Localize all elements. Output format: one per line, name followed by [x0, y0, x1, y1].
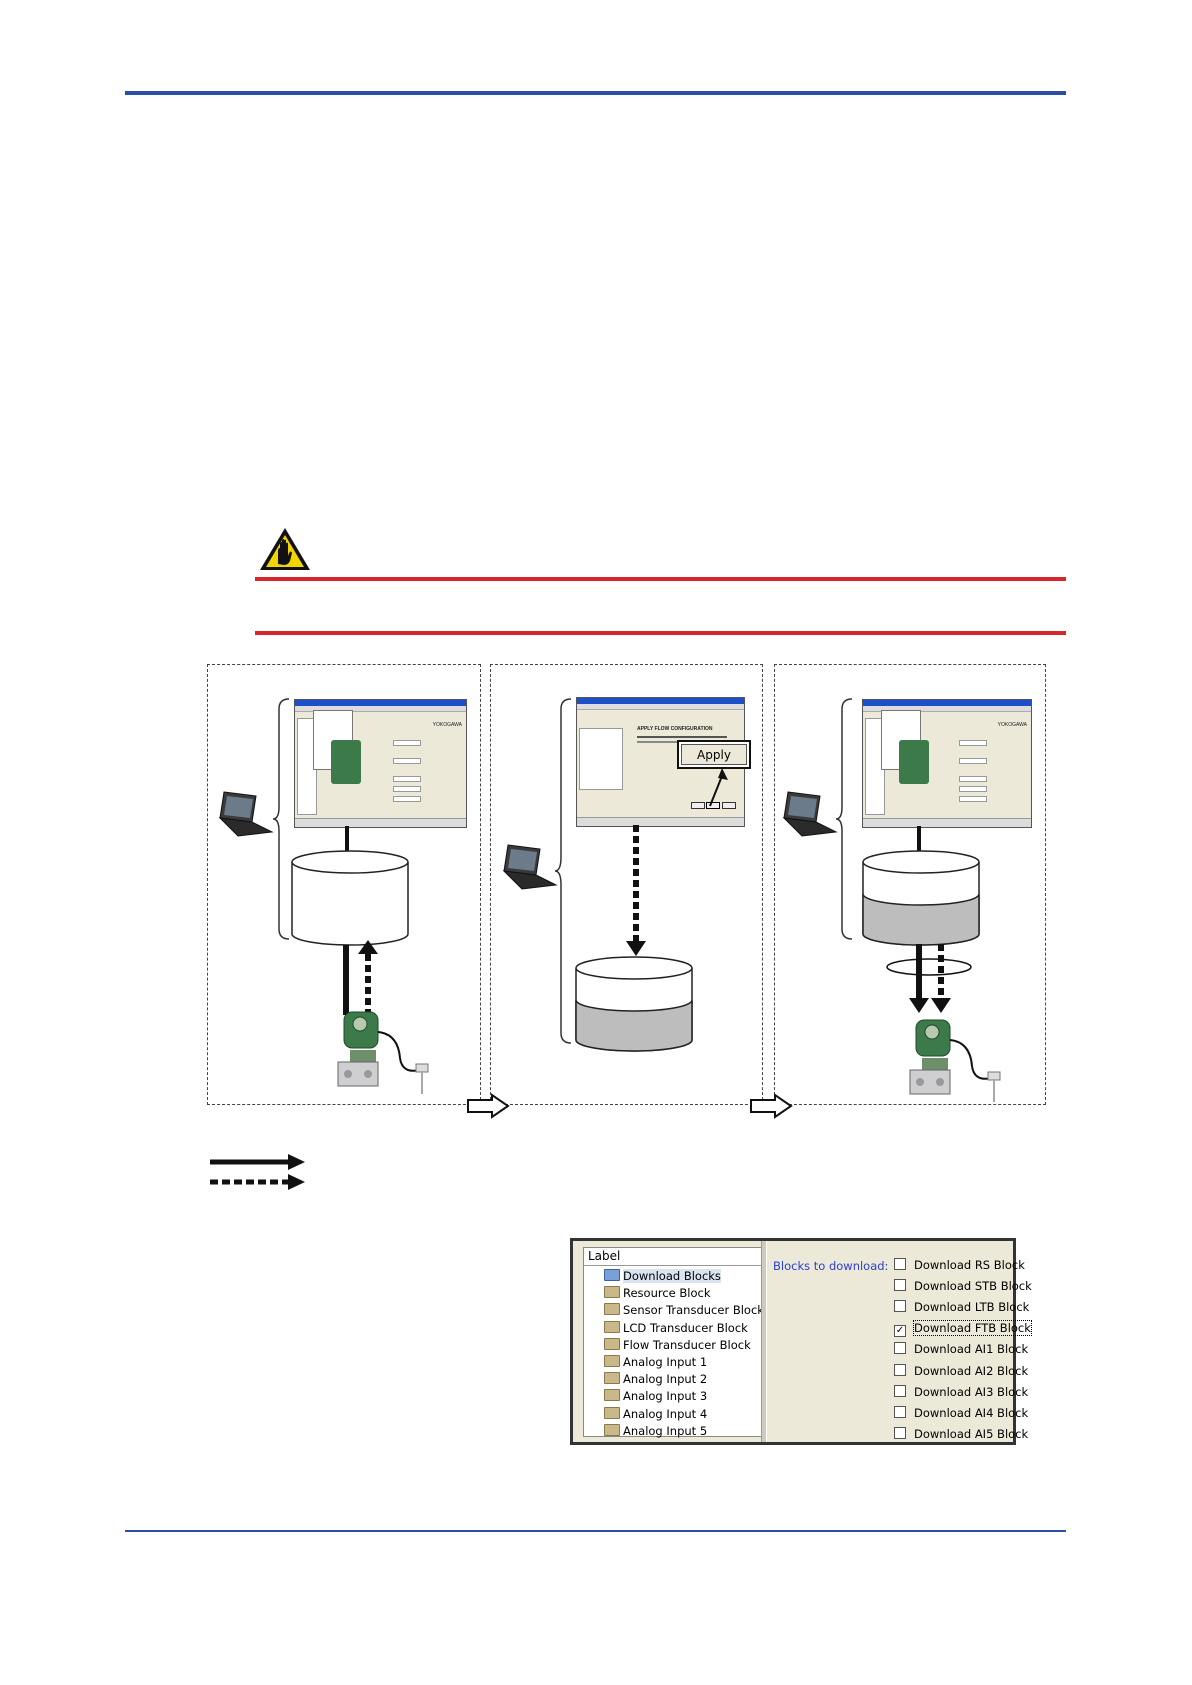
tree-item-label: Analog Input 5 [623, 1423, 708, 1438]
checkbox-checked[interactable]: ✓ [894, 1325, 906, 1338]
checkbox[interactable] [894, 1342, 906, 1355]
transmitter-icon [909, 1019, 1001, 1102]
folder-icon [604, 1337, 620, 1350]
step3-download-dashed-arrow [931, 944, 951, 1013]
tree-item[interactable]: Analog Input 3 [604, 1388, 707, 1404]
folder-icon [604, 1320, 620, 1333]
checkbox[interactable] [894, 1426, 906, 1439]
checkbox[interactable] [894, 1279, 906, 1292]
folder-icon [604, 1389, 620, 1402]
download-block-checkbox-row[interactable]: Download AI5 Block [894, 1426, 1028, 1442]
checkbox-label: Download AI4 Block [914, 1405, 1029, 1420]
tree-item[interactable]: Resource Block [604, 1285, 711, 1301]
footer-rule [125, 1530, 1066, 1532]
tree-item-label: Flow Transducer Block [623, 1337, 751, 1352]
step3-link-line [917, 826, 921, 854]
step-arrow-1-icon [467, 1093, 510, 1119]
tree-item[interactable]: Analog Input 1 [604, 1354, 707, 1370]
folder-icon [604, 1269, 620, 1281]
transmitter-icon [337, 1011, 429, 1094]
download-block-checkbox-row[interactable]: Download AI3 Block [894, 1384, 1028, 1400]
tree-item-label: Download Blocks [623, 1269, 721, 1283]
checkbox[interactable] [894, 1405, 906, 1418]
tree-item-label: LCD Transducer Block [623, 1320, 748, 1335]
download-block-checkbox-row[interactable]: Download LTB Block [894, 1299, 1029, 1315]
checkbox-label: Download LTB Block [914, 1300, 1030, 1315]
step3-panel [774, 664, 1046, 1105]
step3-download-solid-arrow [909, 944, 929, 1013]
apply-callout-arrow [709, 768, 728, 807]
step2-memory-cylinder [575, 956, 693, 1052]
checkbox-label: Download AI1 Block [914, 1342, 1029, 1357]
folder-icon [604, 1423, 620, 1436]
step1-brace [272, 698, 290, 940]
tree-item-label: Sensor Transducer Block [623, 1303, 764, 1318]
step1-link-line [345, 826, 349, 854]
solid-arrow-icon [210, 1154, 305, 1170]
step1-panel [207, 664, 481, 1105]
checkbox-label: Download AI3 Block [914, 1384, 1029, 1399]
folder-icon [604, 1286, 620, 1299]
folder-icon [604, 1406, 620, 1419]
checkbox-label: Download RS Block [914, 1258, 1025, 1272]
pane-divider[interactable] [761, 1241, 767, 1442]
tree-item-label: Resource Block [623, 1286, 711, 1301]
step2-download-arrow [626, 825, 646, 956]
folder-icon [604, 1355, 620, 1367]
download-block-checkbox-row[interactable]: Download RS Block [894, 1257, 1025, 1273]
step1-screen: YOKOGAWA [294, 699, 467, 828]
folder-icon [604, 1303, 620, 1316]
step2-panel [490, 664, 763, 1105]
dashed-arrow-icon [210, 1174, 305, 1190]
tree-item[interactable]: Analog Input 4 [604, 1406, 707, 1422]
checkbox-label: Download AI5 Block [914, 1426, 1029, 1441]
tree-item[interactable]: LCD Transducer Block [604, 1320, 748, 1336]
tree-item-label: Analog Input 4 [623, 1406, 708, 1421]
download-block-checkbox-row[interactable]: Download AI2 Block [894, 1363, 1028, 1379]
tree-item-label: Analog Input 2 [623, 1372, 708, 1387]
download-block-checkbox-row[interactable]: ✓ Download FTB Block [894, 1320, 1032, 1338]
checkbox[interactable] [894, 1258, 906, 1270]
checkbox[interactable] [894, 1300, 906, 1313]
checkbox-label: Download STB Block [914, 1279, 1032, 1294]
step-arrow-2-icon [750, 1093, 793, 1119]
download-block-checkbox-row[interactable]: Download AI1 Block [894, 1341, 1028, 1357]
laptop-icon [218, 791, 274, 837]
checkbox-label: Download FTB Block [913, 1320, 1032, 1337]
warning-top-rule [255, 577, 1066, 581]
step1-memory-cylinder [291, 850, 409, 946]
download-block-checkbox-row[interactable]: Download STB Block [894, 1278, 1032, 1294]
tree-header: Label [584, 1248, 764, 1266]
warning-bottom-rule [255, 631, 1066, 635]
checkbox[interactable] [894, 1384, 906, 1397]
tree-item[interactable]: Flow Transducer Block [604, 1337, 751, 1353]
tree-item[interactable]: Analog Input 2 [604, 1371, 707, 1387]
laptop-icon [502, 844, 558, 890]
apply-callout: Apply [677, 740, 751, 769]
step1-solid-arrow-line [343, 945, 349, 1015]
step2-brace [554, 698, 572, 1044]
step1-upload-arrow [358, 940, 378, 1018]
tree-item[interactable]: Download Blocks [604, 1268, 721, 1284]
apply-callout-button: Apply [681, 744, 747, 765]
tree-item[interactable]: Sensor Transducer Block [604, 1302, 764, 1318]
step3-screen: YOKOGAWA [862, 699, 1032, 828]
step3-memory-cylinder [862, 850, 980, 946]
folder-icon [604, 1372, 620, 1385]
checkbox[interactable] [894, 1363, 906, 1376]
step3-brace [835, 698, 853, 940]
header-rule [125, 91, 1066, 95]
tree-item-label: Analog Input 1 [623, 1355, 708, 1369]
step3-rotate-icon [886, 958, 972, 976]
laptop-icon [782, 791, 838, 837]
tree-item[interactable]: Analog Input 5 [604, 1423, 707, 1439]
hand-caution-icon [260, 528, 310, 570]
checkbox-label: Download AI2 Block [914, 1363, 1029, 1378]
download-block-checkbox-row[interactable]: Download AI4 Block [894, 1405, 1028, 1421]
blocks-to-download-label: Blocks to download: [773, 1259, 889, 1273]
tree-item-label: Analog Input 3 [623, 1389, 708, 1404]
